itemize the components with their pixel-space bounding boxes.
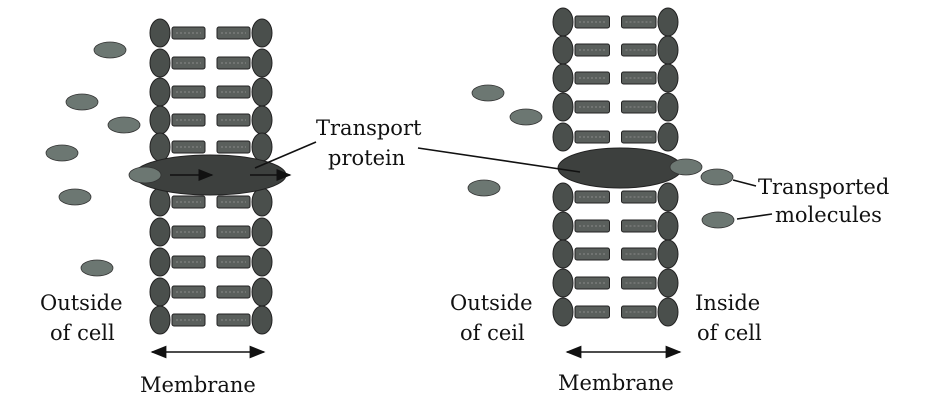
molecule-left-2 bbox=[65, 93, 99, 111]
inside-of-cell-line2: of cell bbox=[697, 321, 762, 345]
right-lipid-row-7-head-right bbox=[657, 211, 679, 241]
molecule-left-3 bbox=[107, 116, 141, 134]
left-lipid-row-2-head-left bbox=[149, 48, 171, 78]
molecule-left-7 bbox=[80, 259, 114, 277]
inside-of-cell-line1: Inside bbox=[695, 291, 760, 315]
left-lipid-row-8-head-right bbox=[251, 247, 273, 277]
right-lipid-row-6-head-right bbox=[657, 182, 679, 212]
transported-molecules-pointer-2 bbox=[736, 213, 773, 220]
left-lipid-row-1-head-right bbox=[251, 18, 273, 48]
right-lipid-row-5-head-left bbox=[552, 122, 574, 152]
left-lipid-row-7-head-left bbox=[149, 217, 171, 247]
transport-protein-label-line1: Transport bbox=[316, 116, 422, 140]
left-lipid-row-6-head-left bbox=[149, 187, 171, 217]
molecule-right-6 bbox=[701, 211, 735, 229]
right-lipid-row-8-head-left bbox=[552, 239, 574, 269]
molecule-right-4 bbox=[669, 158, 703, 176]
left-lipid-row-7-head-right bbox=[251, 217, 273, 247]
membrane-label-left: Membrane bbox=[140, 373, 256, 397]
molecule-right-5 bbox=[700, 168, 734, 186]
right-lipid-row-9-head-left bbox=[552, 268, 574, 298]
molecule-left-4 bbox=[45, 144, 79, 162]
right-lipid-row-3-head-right bbox=[657, 63, 679, 93]
molecule-right-1 bbox=[471, 84, 505, 102]
molecule-left-1 bbox=[93, 41, 127, 59]
molecule-right-2 bbox=[509, 108, 543, 126]
right-lipid-row-7-head-left bbox=[552, 211, 574, 241]
molecule-left-6 bbox=[58, 188, 92, 206]
left-lipid-row-4-head-left bbox=[149, 105, 171, 135]
membrane-label-right: Membrane bbox=[558, 371, 674, 395]
right-lipid-row-1-head-left bbox=[552, 7, 574, 37]
right-lipid-row-4-head-right bbox=[657, 92, 679, 122]
left-lipid-row-4-head-right bbox=[251, 105, 273, 135]
right-lipid-row-4-head-left bbox=[552, 92, 574, 122]
left-lipid-row-5-head-right bbox=[251, 132, 273, 162]
molecule-left-5 bbox=[128, 166, 162, 184]
transport-protein-right bbox=[557, 147, 683, 189]
left-lipid-row-5-head-left bbox=[149, 132, 171, 162]
right-lipid-row-10-head-left bbox=[552, 297, 574, 327]
left-lipid-row-9-head-right bbox=[251, 277, 273, 307]
left-lipid-row-9-head-left bbox=[149, 277, 171, 307]
transport-protein-label-line2: protein bbox=[328, 146, 405, 170]
right-lipid-row-9-head-right bbox=[657, 268, 679, 298]
transported-molecules-label-line2: molecules bbox=[775, 203, 882, 227]
right-lipid-row-6-head-left bbox=[552, 182, 574, 212]
left-lipid-row-3-head-left bbox=[149, 77, 171, 107]
right-lipid-row-5-head-right bbox=[657, 122, 679, 152]
right-lipid-row-8-head-right bbox=[657, 239, 679, 269]
left-lipid-row-3-head-right bbox=[251, 77, 273, 107]
left-lipid-row-10-head-right bbox=[251, 305, 273, 335]
outside-of-cell-right-line2: of ceil bbox=[460, 321, 525, 345]
right-lipid-row-3-head-left bbox=[552, 63, 574, 93]
right-lipid-row-2-head-right bbox=[657, 35, 679, 65]
outside-of-cell-right-line1: Outside bbox=[450, 291, 533, 315]
outside-of-cell-left-line1: Outside bbox=[40, 291, 123, 315]
left-lipid-row-2-head-right bbox=[251, 48, 273, 78]
right-lipid-row-1-head-right bbox=[657, 7, 679, 37]
left-lipid-row-1-head-left bbox=[149, 18, 171, 48]
outside-of-cell-left-line2: of cell bbox=[50, 321, 115, 345]
transport-protein-pointer-left bbox=[254, 141, 317, 169]
transported-molecules-pointer-1 bbox=[732, 179, 757, 187]
left-lipid-row-8-head-left bbox=[149, 247, 171, 277]
molecule-right-3 bbox=[467, 179, 501, 197]
transported-molecules-label-line1: Transported bbox=[758, 175, 889, 199]
left-lipid-row-6-head-right bbox=[251, 187, 273, 217]
left-lipid-row-10-head-left bbox=[149, 305, 171, 335]
right-lipid-row-2-head-left bbox=[552, 35, 574, 65]
right-lipid-row-10-head-right bbox=[657, 297, 679, 327]
transport-protein-pointer-right bbox=[417, 147, 581, 173]
